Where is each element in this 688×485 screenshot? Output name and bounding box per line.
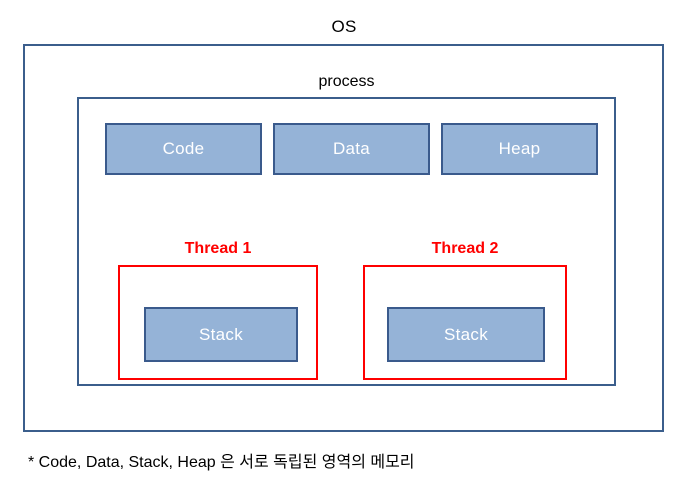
memory-segment-heap: Heap [441,123,598,175]
thread-1-label: Thread 1 [184,240,252,257]
thread-2-stack-segment: Stack [387,307,545,362]
memory-segment-code: Code [105,123,262,175]
process-label: process [318,73,375,90]
os-label: OS [331,17,357,36]
thread-2-label: Thread 2 [431,240,499,257]
memory-segment-data: Data [273,123,430,175]
diagram-footnote: * Code, Data, Stack, Heap 은 서로 독립된 영역의 메… [28,454,415,471]
thread-1-stack-segment: Stack [144,307,298,362]
